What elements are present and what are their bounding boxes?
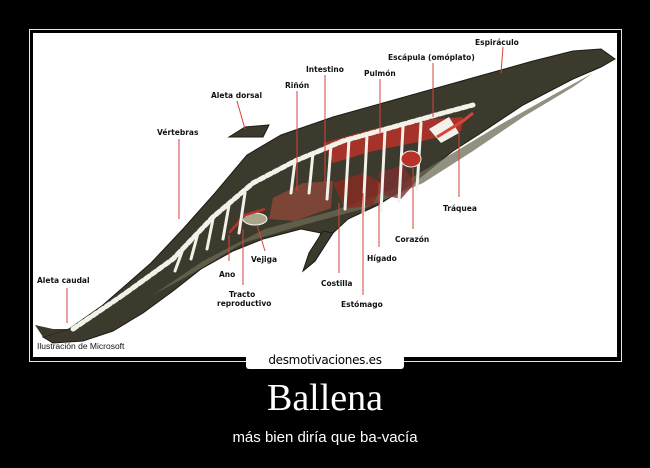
figure-credit: Ilustración de Microsoft — [37, 341, 125, 351]
poster-title: Ballena — [266, 377, 384, 419]
intestine-organ — [269, 181, 333, 221]
heart-organ — [400, 150, 422, 168]
tail-fluke — [35, 325, 69, 337]
whale-anatomy-figure: Espiráculo Escápula (omóplato) Intestino… — [33, 33, 617, 357]
label-corazon: Corazón — [395, 235, 429, 244]
label-tracto-reproductivo-line1: Tracto — [229, 290, 255, 299]
scapula-bone — [429, 117, 459, 143]
label-vejiga: Vejiga — [251, 255, 277, 264]
lung-organ — [323, 117, 463, 163]
label-vertebras: Vértebras — [157, 128, 199, 137]
whale-anatomy-diagram: Espiráculo Escápula (omóplato) Intestino… — [35, 38, 616, 351]
label-ano: Ano — [219, 270, 235, 279]
label-costilla: Costilla — [321, 279, 352, 288]
leader-lines — [66, 46, 504, 323]
trachea — [436, 111, 474, 139]
reproductive-tract-organ — [228, 207, 266, 234]
rib-cage — [173, 121, 423, 273]
label-aleta-dorsal: Aleta dorsal — [211, 91, 262, 100]
site-watermark: desmotivaciones.es — [246, 351, 404, 369]
label-rinon: Riñón — [285, 81, 309, 90]
label-aleta-caudal: Aleta caudal — [37, 276, 90, 285]
poster-subtitle: más bien diría que ba-vacía — [232, 429, 418, 446]
label-higado: Hígado — [367, 254, 397, 263]
pectoral-fin — [301, 230, 334, 273]
dorsal-fin — [227, 124, 270, 138]
label-traquea: Tráquea — [443, 204, 477, 213]
spine — [70, 102, 476, 332]
label-pulmon: Pulmón — [364, 69, 396, 78]
liver-organ — [378, 165, 415, 199]
label-estomago: Estómago — [341, 300, 383, 309]
label-tracto-reproductivo-line2: reproductivo — [217, 299, 271, 308]
label-espiraculo: Espiráculo — [475, 38, 519, 47]
label-intestino: Intestino — [306, 65, 344, 74]
label-escapula: Escápula (omóplato) — [388, 53, 475, 62]
